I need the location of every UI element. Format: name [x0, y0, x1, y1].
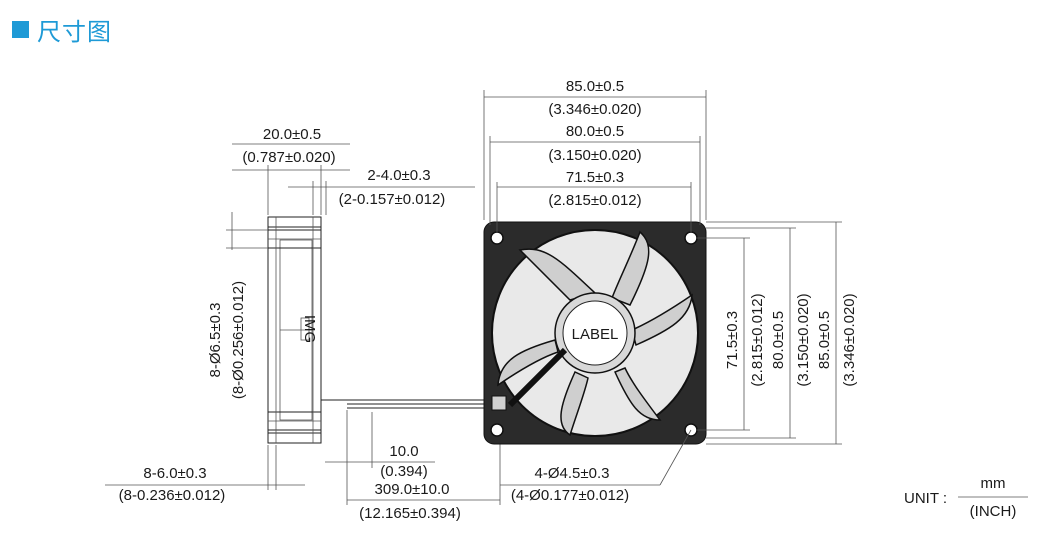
fan-blade [631, 293, 693, 347]
fan-blade [518, 248, 597, 301]
side-lower-flange [267, 432, 322, 444]
section-header: 尺寸图 [12, 12, 112, 47]
dim-top-frame: 80.0±0.5 (3.150±0.020) [489, 123, 701, 225]
unit-mm: mm [981, 475, 1006, 492]
unit-inch: (INCH) [970, 503, 1017, 520]
dim-hole-diameter: 8-Ø6.5±0.3 (8-Ø0.256±0.012) [207, 212, 268, 399]
mount-hole-top-right [684, 231, 698, 245]
flange-mm: 8-6.0±0.3 [143, 465, 206, 482]
strip-mm: 10.0 [389, 443, 418, 460]
fan-blade [560, 371, 589, 437]
fan-label-text: LABEL [572, 326, 619, 343]
mount-holes-in: (4-Ø0.177±0.012) [511, 487, 629, 504]
side-marking-text: IMG [301, 315, 318, 343]
top-frame-mm: 80.0±0.5 [566, 123, 624, 140]
wire-spoke [507, 347, 568, 408]
fan-blade [611, 230, 650, 306]
right-holes-mm: 71.5±0.3 [724, 311, 741, 369]
right-overall-in: (3.346±0.020) [841, 293, 858, 386]
hole-in: (8-Ø0.256±0.012) [230, 281, 247, 399]
mount-hole-top-left [490, 231, 504, 245]
top-holes-mm: 71.5±0.3 [566, 169, 624, 186]
length-mm: 309.0±10.0 [375, 481, 450, 498]
hole-mm: 8-Ø6.5±0.3 [207, 303, 224, 378]
dim-right-holes: 71.5±0.3 (2.815±0.012) [697, 237, 766, 431]
dim-right-overall: 85.0±0.5 (3.346±0.020) [706, 221, 858, 445]
top-frame-in: (3.150±0.020) [548, 147, 641, 164]
right-holes-in: (2.815±0.012) [749, 293, 766, 386]
leader-line [659, 429, 692, 486]
mount-holes-mm: 4-Ø4.5±0.3 [535, 465, 610, 482]
slot-in: (2-0.157±0.012) [339, 191, 446, 208]
slot-mm: 2-4.0±0.3 [367, 167, 430, 184]
flange-in: (8-0.236±0.012) [119, 487, 226, 504]
right-frame-in: (3.150±0.020) [795, 293, 812, 386]
top-overall-in: (3.346±0.020) [548, 101, 641, 118]
fan-blade [613, 367, 662, 421]
mount-hole-bottom-left [490, 423, 504, 437]
dim-lead-length: 309.0±10.0 (12.165±0.394) [346, 412, 501, 522]
length-in: (12.165±0.394) [359, 505, 461, 522]
dim-top-overall: 85.0±0.5 (3.346±0.020) [483, 78, 707, 220]
dim-mount-holes: 4-Ø4.5±0.3 (4-Ø0.177±0.012) [500, 429, 692, 504]
thickness-in: (0.787±0.020) [242, 149, 335, 166]
dim-thickness: 20.0±0.5 (0.787±0.020) [232, 126, 350, 215]
blue-square-bullet [12, 21, 29, 38]
section-title: 尺寸图 [37, 18, 112, 46]
fan-side-view: IMG [267, 216, 500, 444]
dim-slot: 2-4.0±0.3 (2-0.157±0.012) [288, 167, 475, 215]
top-holes-in: (2.815±0.012) [548, 192, 641, 209]
fan-blades [497, 230, 693, 437]
strip-in: (0.394) [380, 463, 428, 480]
side-marking-box [300, 317, 310, 341]
thickness-mm: 20.0±0.5 [263, 126, 321, 143]
fan-front-view: LABEL [483, 221, 707, 445]
right-overall-mm: 85.0±0.5 [816, 311, 833, 369]
fan-label-disc [562, 300, 628, 366]
side-upper-flange [267, 216, 322, 228]
unit-legend: UNIT : mm (INCH) [904, 475, 1028, 520]
dim-top-holes: 71.5±0.3 (2.815±0.012) [496, 169, 692, 232]
dim-lead-strip: 10.0 (0.394) [325, 410, 435, 480]
dim-flange: 8-6.0±0.3 (8-0.236±0.012) [105, 445, 305, 504]
top-overall-mm: 85.0±0.5 [566, 78, 624, 95]
wire-exit [491, 395, 507, 411]
right-frame-mm: 80.0±0.5 [770, 311, 787, 369]
dim-right-frame: 80.0±0.5 (3.150±0.020) [706, 227, 812, 439]
unit-prefix: UNIT : [904, 490, 947, 507]
fan-blade [497, 339, 559, 387]
